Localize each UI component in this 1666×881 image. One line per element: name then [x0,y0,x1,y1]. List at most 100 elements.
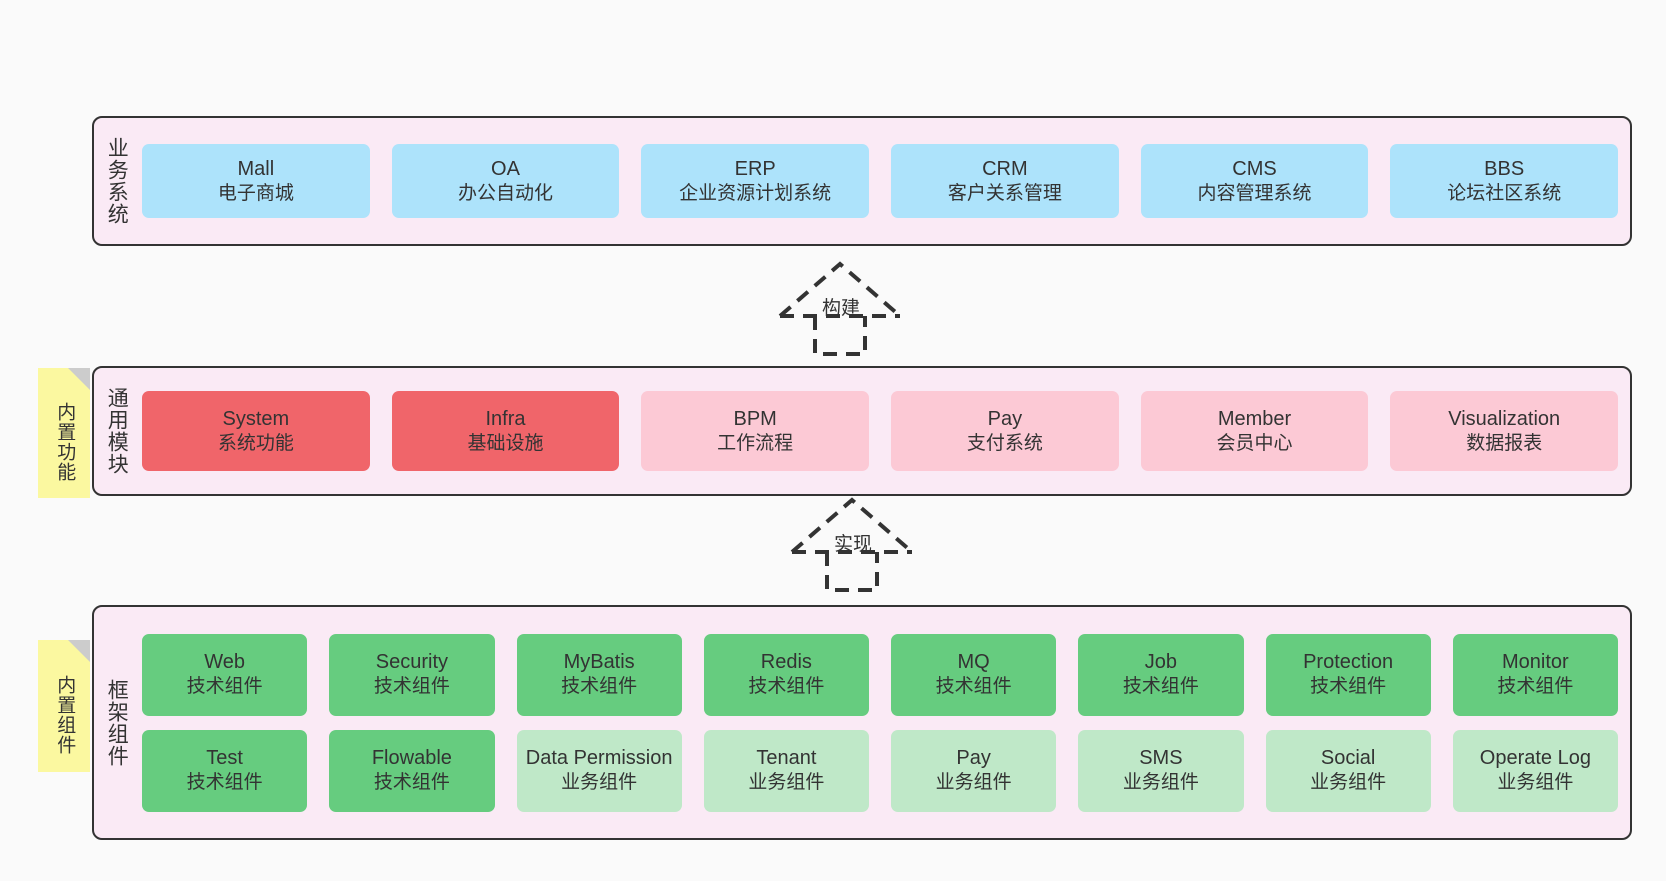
node-test[interactable]: Test 技术组件 [142,729,308,812]
node-title-cn: 技术组件 [1122,676,1199,698]
note-builtin-features: 内置功能 [38,368,90,498]
node-flowable[interactable]: Flowable 技术组件 [329,729,495,812]
node-title-en: Pay [956,747,991,770]
node-title-en: Visualization [1448,407,1561,430]
node-infra[interactable]: Infra 基础设施 [391,391,620,471]
arrow-label-build: 构建 [822,298,861,319]
layer-row: Mall 电子商城 OA 办公自动化 ERP 企业资源计划系统 CRM 客户关系… [142,144,1619,218]
note-builtin-components: 内置组件 [38,640,90,772]
node-member[interactable]: Member 会员中心 [1140,391,1369,471]
node-redis[interactable]: Redis 技术组件 [703,633,869,716]
node-title-cn: 论坛社区系统 [1447,182,1562,204]
arrow-build: 构建 [760,256,920,356]
node-title-en: OA [491,157,520,180]
node-sms[interactable]: SMS 业务组件 [1078,729,1244,812]
node-title-cn: 技术组件 [186,772,263,794]
node-title-cn: 办公自动化 [458,182,554,204]
node-crm[interactable]: CRM 客户关系管理 [891,144,1119,218]
node-title-cn: 技术组件 [186,676,263,698]
node-title-cn: 系统功能 [217,432,294,454]
node-title-cn: 业务组件 [748,772,825,794]
node-title-en: Operate Log [1479,747,1591,770]
node-title-cn: 技术组件 [1310,676,1387,698]
node-pay[interactable]: Pay 支付系统 [891,391,1119,471]
node-title-cn: 内容管理系统 [1197,182,1312,204]
node-protection[interactable]: Protection 技术组件 [1265,633,1431,716]
node-title-en: Job [1144,651,1177,674]
node-bpm[interactable]: BPM 工作流程 [641,391,870,471]
node-title-en: BBS [1484,157,1525,180]
node-title-cn: 支付系统 [966,432,1043,454]
node-data-permission[interactable]: Data Permission 业务组件 [516,729,682,812]
node-title-cn: 工作流程 [717,432,794,454]
node-title-cn: 业务组件 [1310,772,1387,794]
dashed-hollow-arrow-icon [790,497,914,592]
note-label: 内置功能 [54,402,76,482]
node-title-en: Social [1320,747,1376,770]
node-title-en: SMS [1139,747,1183,770]
node-web[interactable]: Web 技术组件 [142,633,308,716]
node-title-cn: 业务组件 [935,772,1012,794]
node-title-cn: 技术组件 [748,676,825,698]
node-operate-log[interactable]: Operate Log 业务组件 [1452,729,1618,812]
node-title-en: Data Permission [525,747,673,770]
node-title-cn: 业务组件 [561,772,638,794]
layer-common-modules: 通用模块 System 系统功能 Infra 基础设施 BPM 工作流程 Pay… [92,366,1632,496]
node-oa[interactable]: OA 办公自动化 [391,144,620,218]
node-tenant[interactable]: Tenant 业务组件 [703,729,869,812]
node-mybatis[interactable]: MyBatis 技术组件 [516,633,682,716]
node-title-cn: 业务组件 [1497,772,1574,794]
node-title-cn: 技术组件 [1497,676,1574,698]
node-title-cn: 技术组件 [561,676,638,698]
node-security[interactable]: Security 技术组件 [329,633,495,716]
layer-framework-components: 框架组件 Web 技术组件 Security 技术组件 MyBatis 技术组件… [92,605,1632,840]
layer-body-common: System 系统功能 Infra 基础设施 BPM 工作流程 Pay 支付系统… [138,368,1630,494]
node-title-en: MyBatis [563,651,635,674]
note-fold-icon [68,368,90,390]
layer-title-business: 业务系统 [105,137,129,225]
layer-title-framework: 框架组件 [105,678,129,767]
node-monitor[interactable]: Monitor 技术组件 [1452,633,1618,716]
node-title-cn: 客户关系管理 [947,182,1062,204]
node-system[interactable]: System 系统功能 [142,391,370,471]
arrow-implement: 实现 [772,492,932,592]
node-title-cn: 业务组件 [1122,772,1199,794]
node-title-cn: 基础设施 [467,432,544,454]
node-title-cn: 数据报表 [1466,432,1543,454]
node-bbs[interactable]: BBS 论坛社区系统 [1390,144,1619,218]
note-fold-icon [68,640,90,662]
layer-title-common: 通用模块 [105,387,129,475]
node-title-en: Web [204,651,245,674]
layer-body-business: Mall 电子商城 OA 办公自动化 ERP 企业资源计划系统 CRM 客户关系… [138,118,1630,244]
node-mall[interactable]: Mall 电子商城 [142,144,370,218]
node-mq[interactable]: MQ 技术组件 [891,633,1057,716]
node-title-en: Member [1217,407,1292,430]
node-title-en: Mall [237,157,275,180]
node-cms[interactable]: CMS 内容管理系统 [1140,144,1369,218]
dashed-hollow-arrow-icon [778,261,902,356]
node-erp[interactable]: ERP 企业资源计划系统 [641,144,870,218]
node-title-en: Protection [1303,651,1394,674]
node-job[interactable]: Job 技术组件 [1078,633,1244,716]
arrow-label-implement: 实现 [834,534,873,555]
node-title-cn: 企业资源计划系统 [679,182,832,204]
layer-body-framework: Web 技术组件 Security 技术组件 MyBatis 技术组件 Redi… [138,607,1630,838]
node-pay-component[interactable]: Pay 业务组件 [891,729,1057,812]
node-title-en: Infra [485,407,526,430]
node-social[interactable]: Social 业务组件 [1265,729,1431,812]
node-title-en: Redis [760,651,812,674]
node-title-en: CRM [982,157,1028,180]
layer-row: System 系统功能 Infra 基础设施 BPM 工作流程 Pay 支付系统… [142,391,1619,471]
node-title-en: Security [375,651,448,674]
node-title-en: Monitor [1502,651,1569,674]
node-title-en: Flowable [371,747,452,770]
note-label: 内置组件 [54,675,76,755]
node-title-en: CMS [1232,157,1277,180]
node-title-cn: 技术组件 [935,676,1012,698]
layer-row: Test 技术组件 Flowable 技术组件 Data Permission … [142,729,1618,812]
node-title-en: Test [206,747,243,770]
layer-row: Web 技术组件 Security 技术组件 MyBatis 技术组件 Redi… [142,633,1618,716]
layer-business-system: 业务系统 Mall 电子商城 OA 办公自动化 ERP 企业资源计划系统 CRM… [92,116,1632,246]
node-title-cn: 技术组件 [373,676,450,698]
node-visualization[interactable]: Visualization 数据报表 [1390,391,1619,471]
